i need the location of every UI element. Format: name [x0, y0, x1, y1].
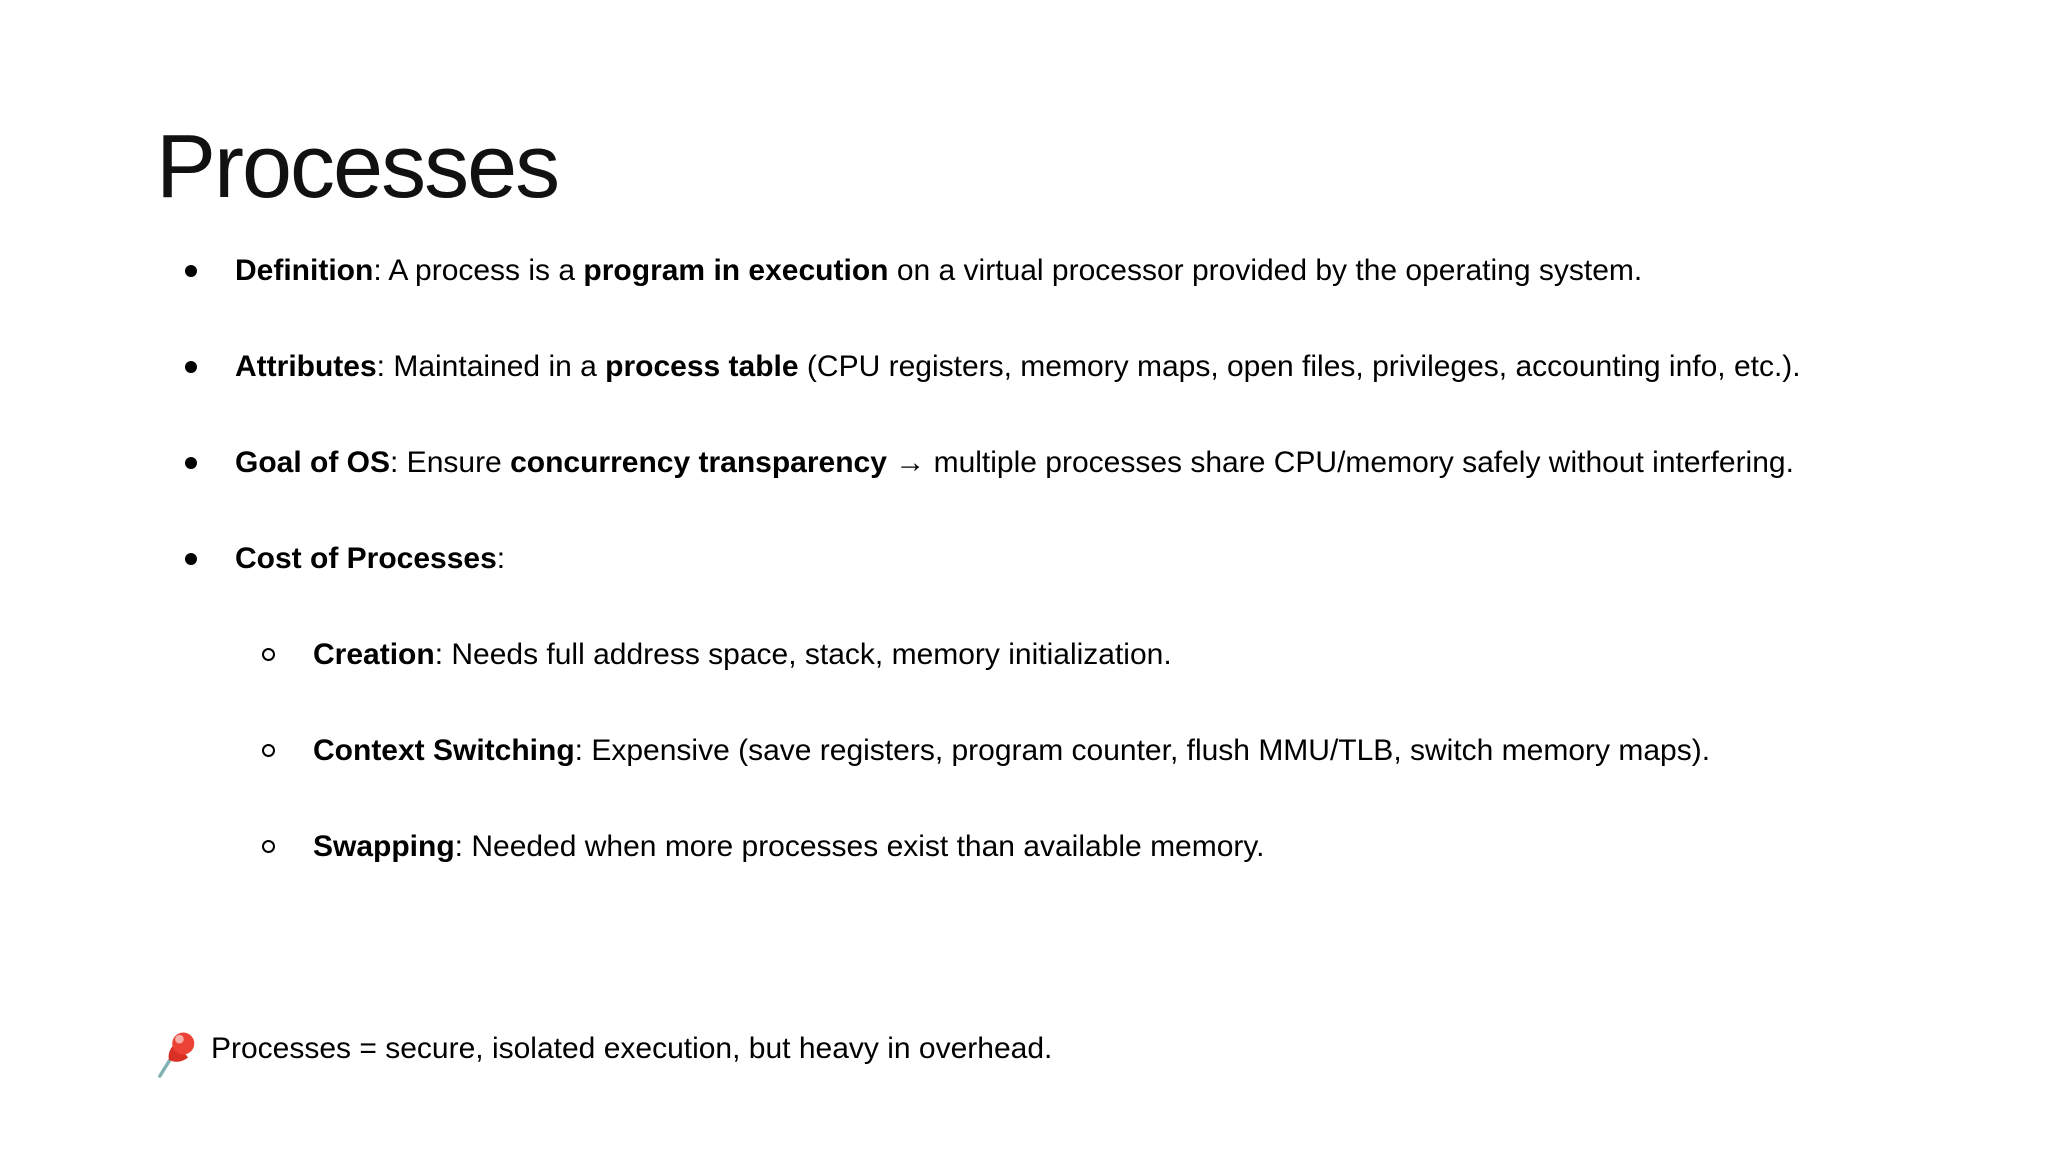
note-text: Processes = secure, isolated execution, …	[211, 1032, 1053, 1065]
bullet-text: Attributes: Maintained in a process tabl…	[235, 350, 1801, 383]
bullet-text: Definition: A process is a program in ex…	[235, 254, 1643, 287]
bullet-text: Cost of Processes:	[235, 542, 506, 575]
bullet-disc-icon	[185, 440, 235, 486]
bullet-disc-icon	[185, 344, 235, 390]
slide-title: Processes	[156, 117, 560, 217]
bullet-disc-icon	[185, 248, 235, 294]
bullet-item: Goal of OS: Ensure concurrency transpare…	[185, 440, 1890, 486]
bullet-circle-icon	[262, 824, 313, 870]
bullet-text: Context Switching: Expensive (save regis…	[313, 734, 1711, 767]
bullet-item: Cost of Processes:	[185, 536, 1890, 582]
bullet-circle-icon	[262, 728, 313, 774]
sub-bullet-item: Context Switching: Expensive (save regis…	[262, 728, 1890, 774]
note-line: Processes = secure, isolated execution, …	[155, 1026, 1052, 1080]
pushpin-icon	[158, 1032, 195, 1078]
bullet-item: Attributes: Maintained in a process tabl…	[185, 344, 1890, 390]
bullet-list: Definition: A process is a program in ex…	[185, 248, 1890, 870]
sub-bullet-item: Creation: Needs full address space, stac…	[262, 632, 1890, 678]
bullet-circle-icon	[262, 632, 313, 678]
sub-bullet-item: Swapping: Needed when more processes exi…	[262, 824, 1890, 870]
bullet-text: Goal of OS: Ensure concurrency transpare…	[235, 446, 1794, 479]
bullet-text: Swapping: Needed when more processes exi…	[313, 830, 1265, 863]
bullet-item: Definition: A process is a program in ex…	[185, 248, 1890, 294]
bullet-text: Creation: Needs full address space, stac…	[313, 638, 1172, 671]
bullet-disc-icon	[185, 536, 235, 582]
